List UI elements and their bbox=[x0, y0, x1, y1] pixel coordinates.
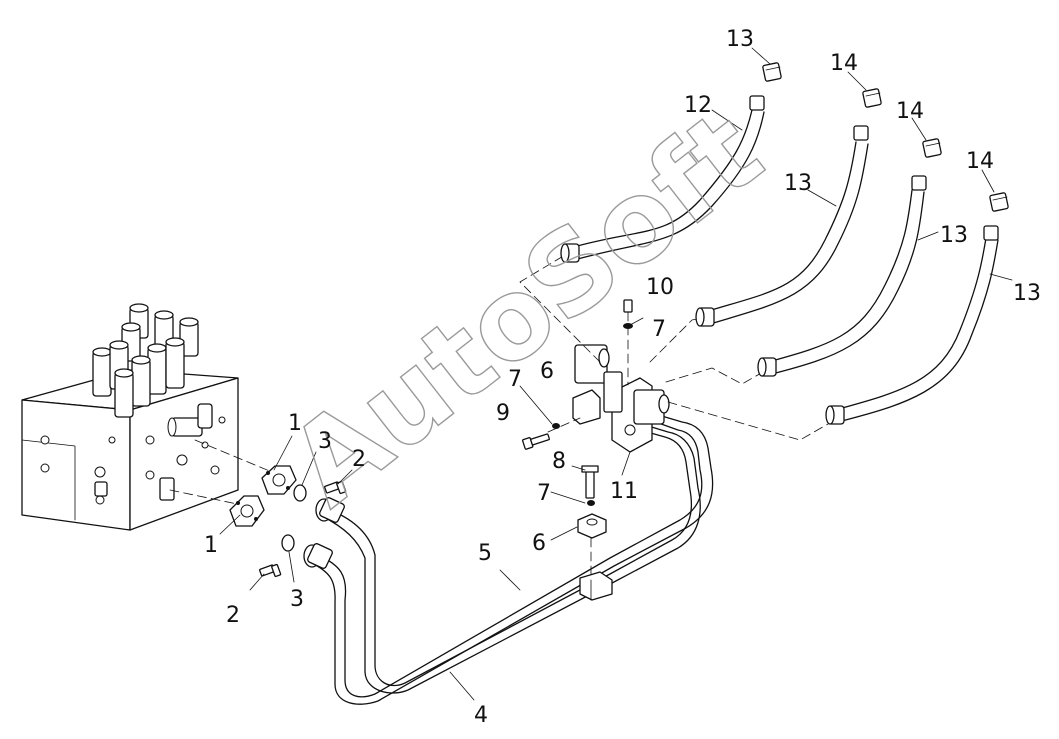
callout-12: 12 bbox=[684, 93, 712, 118]
callout-9: 9 bbox=[496, 401, 510, 426]
callout-10: 10 bbox=[646, 275, 674, 300]
callout-5: 5 bbox=[478, 541, 492, 566]
flange-bolts bbox=[259, 480, 347, 578]
callout-3-upper: 3 bbox=[318, 429, 332, 454]
callout-7-upper: 7 bbox=[652, 317, 666, 342]
callout-2-lower: 2 bbox=[226, 603, 240, 628]
callout-1-lower: 1 bbox=[204, 533, 218, 558]
callout-13-hose-a: 13 bbox=[784, 171, 812, 196]
callout-2-upper: 2 bbox=[352, 447, 366, 472]
callout-14-c: 14 bbox=[966, 149, 994, 174]
callout-1-upper: 1 bbox=[288, 411, 302, 436]
fitting-13-cap bbox=[762, 62, 782, 82]
callout-11: 11 bbox=[610, 479, 638, 504]
callout-4: 4 bbox=[474, 703, 488, 728]
control-valve-block bbox=[21, 369, 239, 531]
fitting-14-cap-c bbox=[989, 192, 1009, 212]
lower-tube-clamp bbox=[577, 465, 613, 601]
rigid-tube-5 bbox=[315, 424, 701, 694]
hose-12 bbox=[560, 95, 765, 263]
valve-cartridges bbox=[92, 303, 199, 418]
upper-clamp-bracket bbox=[521, 299, 670, 453]
hose-13-third bbox=[825, 225, 999, 425]
leader-lines bbox=[219, 47, 1013, 701]
hose-13-second bbox=[757, 175, 927, 377]
callout-14-b: 14 bbox=[896, 99, 924, 124]
callout-7-lower: 7 bbox=[537, 481, 551, 506]
fitting-14-cap-b bbox=[922, 138, 942, 158]
callout-labels: 1 1 2 2 3 3 4 5 6 6 7 7 7 8 9 10 11 12 1… bbox=[204, 27, 1041, 728]
split-flange-lower bbox=[229, 495, 265, 527]
valve-centerlines bbox=[169, 439, 273, 506]
callout-13-hose-c: 13 bbox=[1013, 281, 1041, 306]
callout-14-a: 14 bbox=[830, 51, 858, 76]
hose-13-first bbox=[695, 125, 869, 327]
callout-8: 8 bbox=[552, 449, 566, 474]
rigid-tube-4 bbox=[303, 413, 714, 705]
fitting-14-cap-a bbox=[862, 88, 882, 108]
callout-6-upper: 6 bbox=[540, 359, 554, 384]
callout-7-middle: 7 bbox=[508, 367, 522, 392]
callout-13-cap: 13 bbox=[726, 27, 754, 52]
callout-13-hose-b: 13 bbox=[940, 223, 968, 248]
callout-6-lower: 6 bbox=[532, 531, 546, 556]
callout-3-lower: 3 bbox=[290, 587, 304, 612]
o-rings bbox=[281, 484, 307, 552]
split-flange-upper bbox=[261, 465, 297, 495]
